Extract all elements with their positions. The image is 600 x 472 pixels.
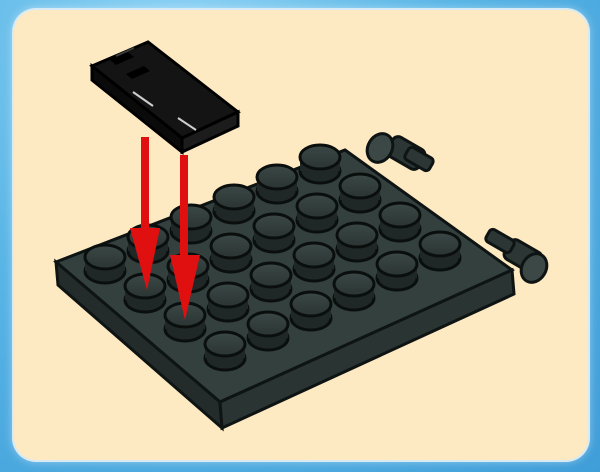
build-illustration — [14, 10, 588, 460]
stud — [257, 165, 297, 203]
stud — [420, 232, 460, 270]
stud — [291, 292, 331, 330]
stud — [337, 223, 377, 261]
stud — [214, 185, 254, 223]
stud — [85, 245, 125, 283]
instruction-panel — [14, 10, 588, 460]
stud — [248, 312, 288, 350]
stud — [205, 332, 245, 370]
stud — [211, 234, 251, 272]
hinge-pin-upper — [362, 129, 435, 172]
stud — [294, 243, 334, 281]
stud — [251, 263, 291, 301]
stud — [171, 205, 211, 243]
stud — [208, 283, 248, 321]
stud — [300, 145, 340, 183]
black-tile-piece — [92, 42, 238, 152]
stud — [380, 203, 420, 241]
stud — [377, 252, 417, 290]
stud — [297, 194, 337, 232]
stud — [254, 214, 294, 252]
stud — [334, 272, 374, 310]
stud — [340, 174, 380, 212]
